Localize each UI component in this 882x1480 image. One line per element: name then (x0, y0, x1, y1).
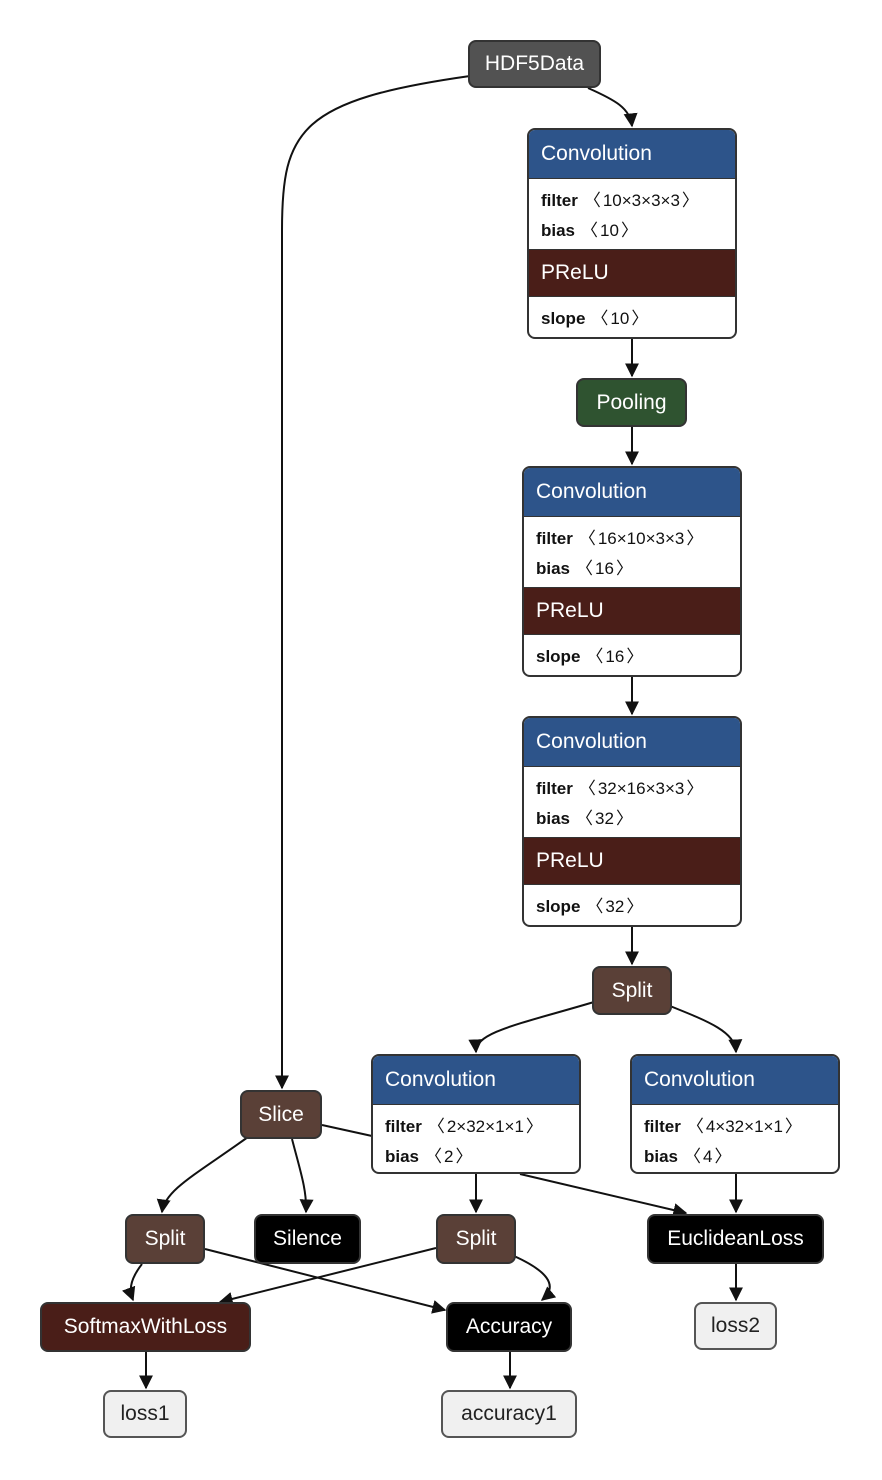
loss2-blob[interactable]: loss2 (694, 1302, 777, 1350)
silence-node[interactable]: Silence (254, 1214, 361, 1264)
conv2-bias-label: bias (536, 559, 571, 578)
conv3-node[interactable]: Convolution filter 32×16×3×3 bias 32 PReLU… (522, 716, 742, 927)
conv2-node[interactable]: Convolution filter 16×10×3×3 bias 16 PReLU… (522, 466, 742, 677)
conv2-slope: slope 16 (524, 634, 740, 675)
conv3-params: filter 32×16×3×3 bias 32 (524, 766, 740, 838)
conv1-slope-value: 10 (591, 309, 648, 328)
softmax-loss-node[interactable]: SoftmaxWithLoss (40, 1302, 251, 1352)
conv3-slope-value: 32 (586, 897, 643, 916)
conv1-bias-value: 10 (581, 221, 638, 240)
conv4a-bias-value: 2 (425, 1147, 472, 1166)
conv4b-params: filter 4×32×1×1 bias 4 (632, 1104, 838, 1172)
loss2-label: loss2 (710, 1314, 761, 1337)
conv2-params: filter 16×10×3×3 bias 16 (524, 516, 740, 588)
split-top-node[interactable]: Split (592, 966, 672, 1015)
conv4b-filter-value: 4×32×1×1 (687, 1117, 802, 1136)
conv4a-filter-label: filter (385, 1117, 422, 1136)
edge-split-left-to-softmax (122, 1263, 143, 1302)
conv2-header: Convolution (524, 468, 740, 516)
conv2-slope-label: slope (536, 647, 581, 666)
conv2-filter-label: filter (536, 529, 573, 548)
conv3-filter-value: 32×16×3×3 (579, 779, 704, 798)
edge-split-to-conv4b (669, 1005, 743, 1054)
conv4b-header: Convolution (632, 1056, 838, 1104)
conv2-bias-value: 16 (576, 559, 633, 578)
conv4b-bias-value: 4 (684, 1147, 731, 1166)
edge-slice-to-split-left (156, 1136, 249, 1214)
accuracy-label: Accuracy (465, 1315, 553, 1338)
loss1-blob[interactable]: loss1 (103, 1390, 187, 1438)
edge-slice-to-silence (291, 1138, 314, 1214)
conv3-slope: slope 32 (524, 884, 740, 925)
conv3-filter-label: filter (536, 779, 573, 798)
conv1-params: filter 10×3×3×3 bias 10 (529, 178, 735, 250)
conv1-bias-label: bias (541, 221, 576, 240)
conv4a-bias-label: bias (385, 1147, 420, 1166)
conv1-slope-label: slope (541, 309, 586, 328)
conv3-header: Convolution (524, 718, 740, 766)
edge-hdf5-to-conv1 (587, 87, 638, 128)
pooling-node[interactable]: Pooling (576, 378, 687, 427)
softmax-loss-label: SoftmaxWithLoss (63, 1315, 228, 1338)
edge-hdf5-to-slice (275, 75, 471, 1090)
accuracy-node[interactable]: Accuracy (446, 1302, 572, 1352)
edge-slice-to-euclidean (321, 1124, 373, 1137)
conv2-filter-value: 16×10×3×3 (579, 529, 704, 548)
edge-conv4a-to-euclidean (519, 1173, 688, 1217)
edge-split-mid-to-softmax (218, 1247, 437, 1306)
conv2-prelu-header: PReLU (524, 588, 740, 634)
conv4b-filter-label: filter (644, 1117, 681, 1136)
split-left-label: Split (144, 1227, 186, 1250)
conv1-prelu-header: PReLU (529, 250, 735, 296)
conv1-header: Convolution (529, 130, 735, 178)
silence-label: Silence (273, 1227, 342, 1250)
loss1-label: loss1 (120, 1402, 170, 1425)
conv1-filter-value: 10×3×3×3 (584, 191, 699, 210)
hdf5data-node[interactable]: HDF5Data (468, 40, 601, 88)
pooling-label: Pooling (596, 390, 667, 414)
edge-split-left-to-accuracy (204, 1248, 447, 1314)
slice-node[interactable]: Slice (240, 1090, 322, 1139)
split-mid-label: Split (455, 1227, 497, 1250)
split-mid-node[interactable]: Split (436, 1214, 516, 1264)
edge-split-mid-to-accuracy (513, 1255, 557, 1301)
conv1-filter-label: filter (541, 191, 578, 210)
conv4a-node[interactable]: Convolution filter 2×32×1×1 bias 2 (371, 1054, 581, 1174)
accuracy1-blob[interactable]: accuracy1 (441, 1390, 577, 1438)
conv3-bias-label: bias (536, 809, 571, 828)
slice-label: Slice (258, 1102, 304, 1126)
split-left-node[interactable]: Split (125, 1214, 205, 1264)
euclidean-loss-node[interactable]: EuclideanLoss (647, 1214, 824, 1264)
edge-split-to-conv4a (468, 1001, 595, 1054)
conv1-node[interactable]: Convolution filter10×3×3×3 bias10 PReLU … (527, 128, 737, 339)
conv1-slope: slope 10 (529, 296, 735, 337)
conv4b-bias-label: bias (644, 1147, 679, 1166)
conv3-bias-value: 32 (576, 809, 633, 828)
conv3-slope-label: slope (536, 897, 581, 916)
conv4a-params: filter 2×32×1×1 bias 2 (373, 1104, 579, 1172)
conv3-prelu-header: PReLU (524, 838, 740, 884)
conv2-slope-value: 16 (586, 647, 643, 666)
conv4a-filter-value: 2×32×1×1 (428, 1117, 543, 1136)
euclidean-loss-label: EuclideanLoss (667, 1227, 804, 1250)
accuracy1-label: accuracy1 (461, 1402, 557, 1425)
conv4b-node[interactable]: Convolution filter 4×32×1×1 bias 4 (630, 1054, 840, 1174)
hdf5data-label: HDF5Data (484, 52, 585, 75)
conv4a-header: Convolution (373, 1056, 579, 1104)
split-top-label: Split (611, 978, 653, 1002)
